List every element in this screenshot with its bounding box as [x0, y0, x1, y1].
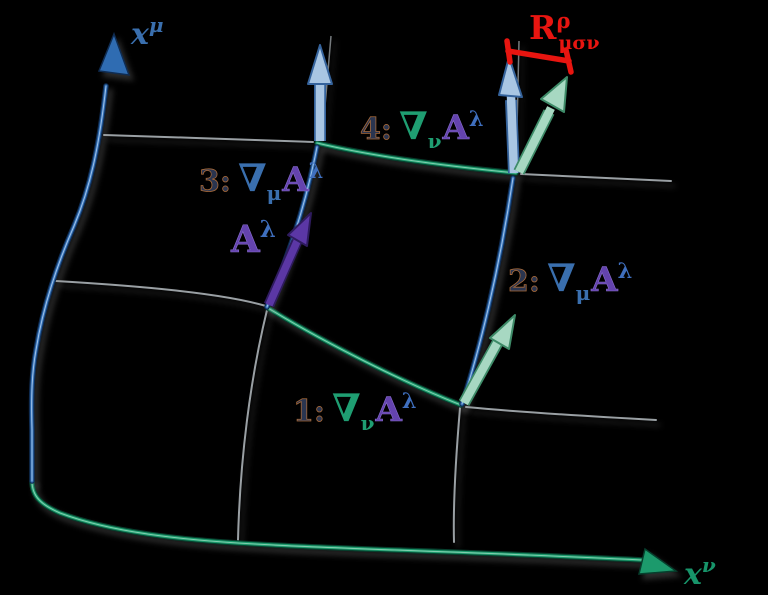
axis-mu-label: xμ — [130, 13, 164, 52]
step4-sub: ν — [428, 129, 442, 153]
grid-line-middle-left — [55, 280, 267, 307]
step2-sub: μ — [576, 281, 591, 305]
step2-number: 2: — [508, 264, 540, 299]
step2-sup: λ — [618, 258, 633, 283]
vector-A-arrow — [263, 212, 312, 308]
nabla-icon: ∇ — [332, 385, 361, 430]
step3-sub: μ — [267, 181, 282, 205]
vector-after-step3-arrow — [307, 44, 333, 141]
step2-vector: A — [590, 260, 618, 300]
step4-label: 4:∇νAλ — [360, 103, 484, 153]
step4-sup: λ — [469, 106, 484, 131]
step1-sub: ν — [361, 411, 375, 435]
step1-sup: λ — [402, 388, 417, 413]
grid-line-vertical-center — [237, 309, 268, 541]
grid-line-vertical-right — [452, 407, 461, 543]
step3-number: 3: — [199, 164, 231, 199]
step1-vector: A — [374, 390, 402, 430]
mu-coordinate-curves — [28, 31, 516, 484]
axis-nu-label: xν — [683, 553, 716, 592]
axis-nu-sup: ν — [702, 553, 716, 577]
nabla-icon: ∇ — [399, 103, 428, 148]
transport-curve-step1 — [265, 305, 464, 408]
vector-after-step4-arrow — [498, 56, 523, 174]
vector-A-label: Aλ — [230, 216, 276, 261]
axis-nu-curve — [29, 478, 679, 575]
vector-arrows — [263, 44, 568, 406]
step1-label: 1:∇νAλ — [293, 385, 417, 435]
vector-A-base: A — [230, 217, 261, 261]
axis-mu-curve — [28, 31, 131, 484]
grid-line-top-left — [103, 134, 314, 143]
step3-vector: A — [281, 160, 309, 200]
vector-A-sup: λ — [260, 216, 276, 243]
transport-curve-step4 — [314, 140, 519, 176]
step3-sup: λ — [309, 158, 324, 183]
curvature-base: R — [529, 8, 557, 47]
step2-label: 2:∇μAλ — [508, 255, 632, 305]
bracket-bar — [505, 48, 572, 64]
nu-coordinate-curves — [29, 140, 679, 575]
step4-number: 4: — [360, 112, 392, 147]
axis-nu-arrowhead — [638, 547, 679, 575]
curvature-sub: μσν — [558, 32, 599, 54]
axis-mu-base: x — [130, 17, 150, 52]
axis-nu-base: x — [683, 557, 703, 592]
difference-bracket — [504, 38, 574, 75]
grid-line-top-right — [520, 173, 672, 182]
vector-after-step1-arrow — [458, 314, 516, 406]
step1-number: 1: — [293, 394, 325, 429]
axis-mu-arrowhead — [97, 31, 131, 76]
nabla-icon: ∇ — [547, 255, 576, 300]
grid-lines — [55, 35, 672, 543]
curvature-sup: ρ — [556, 8, 570, 33]
vector-after-step2-arrow — [513, 76, 568, 175]
grid-line-middle-right — [465, 406, 657, 421]
step4-vector: A — [441, 108, 469, 148]
axis-mu-sup: μ — [149, 13, 164, 37]
step3-label: 3:∇μAλ — [199, 155, 323, 205]
nabla-icon: ∇ — [238, 155, 267, 200]
